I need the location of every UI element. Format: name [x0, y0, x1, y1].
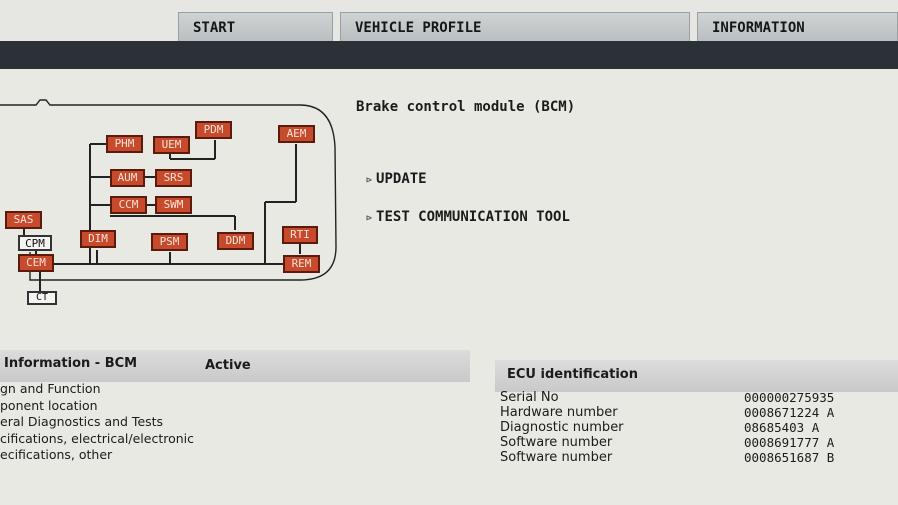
info-item[interactable]: gn and Function [0, 381, 101, 396]
ecu-dim[interactable]: DIM [80, 230, 116, 248]
ecu-id-label: Hardware number [500, 405, 618, 420]
ecu-uem[interactable]: UEM [153, 136, 190, 154]
ecu-id-row: Serial No 000000275935 [500, 390, 850, 405]
test-communication-tool-label: TEST COMMUNICATION TOOL [376, 209, 570, 225]
tab-start[interactable]: START [178, 12, 333, 42]
ecu-sas[interactable]: SAS [5, 211, 42, 229]
info-item[interactable]: ecifications, other [0, 447, 113, 462]
ecu-ddm[interactable]: DDM [217, 232, 254, 250]
info-list: gn and Function ponent location eral Dia… [0, 381, 470, 464]
ecu-aem[interactable]: AEM [278, 125, 315, 143]
ecu-id-label: Serial No [500, 390, 559, 405]
ecu-phm[interactable]: PHM [106, 135, 143, 153]
ecu-id-value: 08685403 A [744, 420, 820, 435]
ecu-pdm[interactable]: PDM [195, 121, 232, 139]
ecu-srs[interactable]: SRS [155, 169, 192, 187]
network-lines [0, 99, 337, 292]
ecu-ct[interactable]: CT [27, 291, 57, 305]
ecu-panel-title: ECU identification [507, 367, 638, 382]
tab-information[interactable]: INFORMATION [697, 12, 898, 42]
info-panel-status: Active [205, 358, 251, 373]
arrow-icon: ⊳ [366, 213, 373, 224]
tab-vehicle-profile[interactable]: VEHICLE PROFILE [340, 12, 690, 42]
module-title: Brake control module (BCM) [356, 99, 576, 115]
ecu-id-label: Software number [500, 435, 613, 450]
ecu-id-value: 0008691777 A [744, 435, 835, 450]
ecu-aum[interactable]: AUM [110, 169, 145, 187]
test-communication-tool-link[interactable]: ⊳TEST COMMUNICATION TOOL [366, 209, 570, 225]
info-item[interactable]: ponent location [0, 397, 98, 413]
ecu-cpm[interactable]: CPM [18, 235, 52, 251]
ecu-id-value: 0008671224 A [744, 405, 835, 420]
ecu-id-row: Software number 0008691777 A [500, 435, 850, 450]
info-panel-header: Information - BCM Active [0, 350, 470, 382]
ecu-psm[interactable]: PSM [151, 233, 188, 251]
update-link[interactable]: ⊳UPDATE [366, 171, 427, 187]
vehicle-network-diagram: PHM UEM PDM AEM AUM SRS CCM SWM SAS CPM … [0, 92, 345, 317]
ecu-id-row: Diagnostic number 08685403 A [500, 420, 850, 435]
update-label: UPDATE [376, 171, 427, 187]
ecu-id-value: 000000275935 [744, 390, 835, 405]
header-dark-bar [0, 41, 898, 69]
ecu-ccm[interactable]: CCM [110, 196, 147, 214]
ecu-id-label: Software number [500, 450, 613, 465]
info-panel-title: Information - BCM [4, 356, 138, 371]
ecu-swm[interactable]: SWM [155, 196, 192, 214]
ecu-rti[interactable]: RTI [282, 226, 318, 244]
ecu-identification-list: Serial No 000000275935 Hardware number 0… [500, 390, 895, 500]
ecu-id-value: 0008651687 B [744, 450, 835, 465]
ecu-cem[interactable]: CEM [18, 254, 54, 272]
ecu-id-label: Diagnostic number [500, 420, 624, 435]
arrow-icon: ⊳ [366, 175, 373, 186]
info-item[interactable]: eral Diagnostics and Tests [0, 414, 164, 429]
ecu-rem[interactable]: REM [283, 255, 320, 273]
ecu-panel-header: ECU identification [495, 360, 898, 392]
top-tab-bar: START VEHICLE PROFILE INFORMATION [0, 0, 898, 42]
info-item[interactable]: cifications, electrical/electronic [0, 430, 195, 446]
ecu-id-row: Software number 0008651687 B [500, 450, 850, 465]
ecu-id-row: Hardware number 0008671224 A [500, 405, 850, 420]
